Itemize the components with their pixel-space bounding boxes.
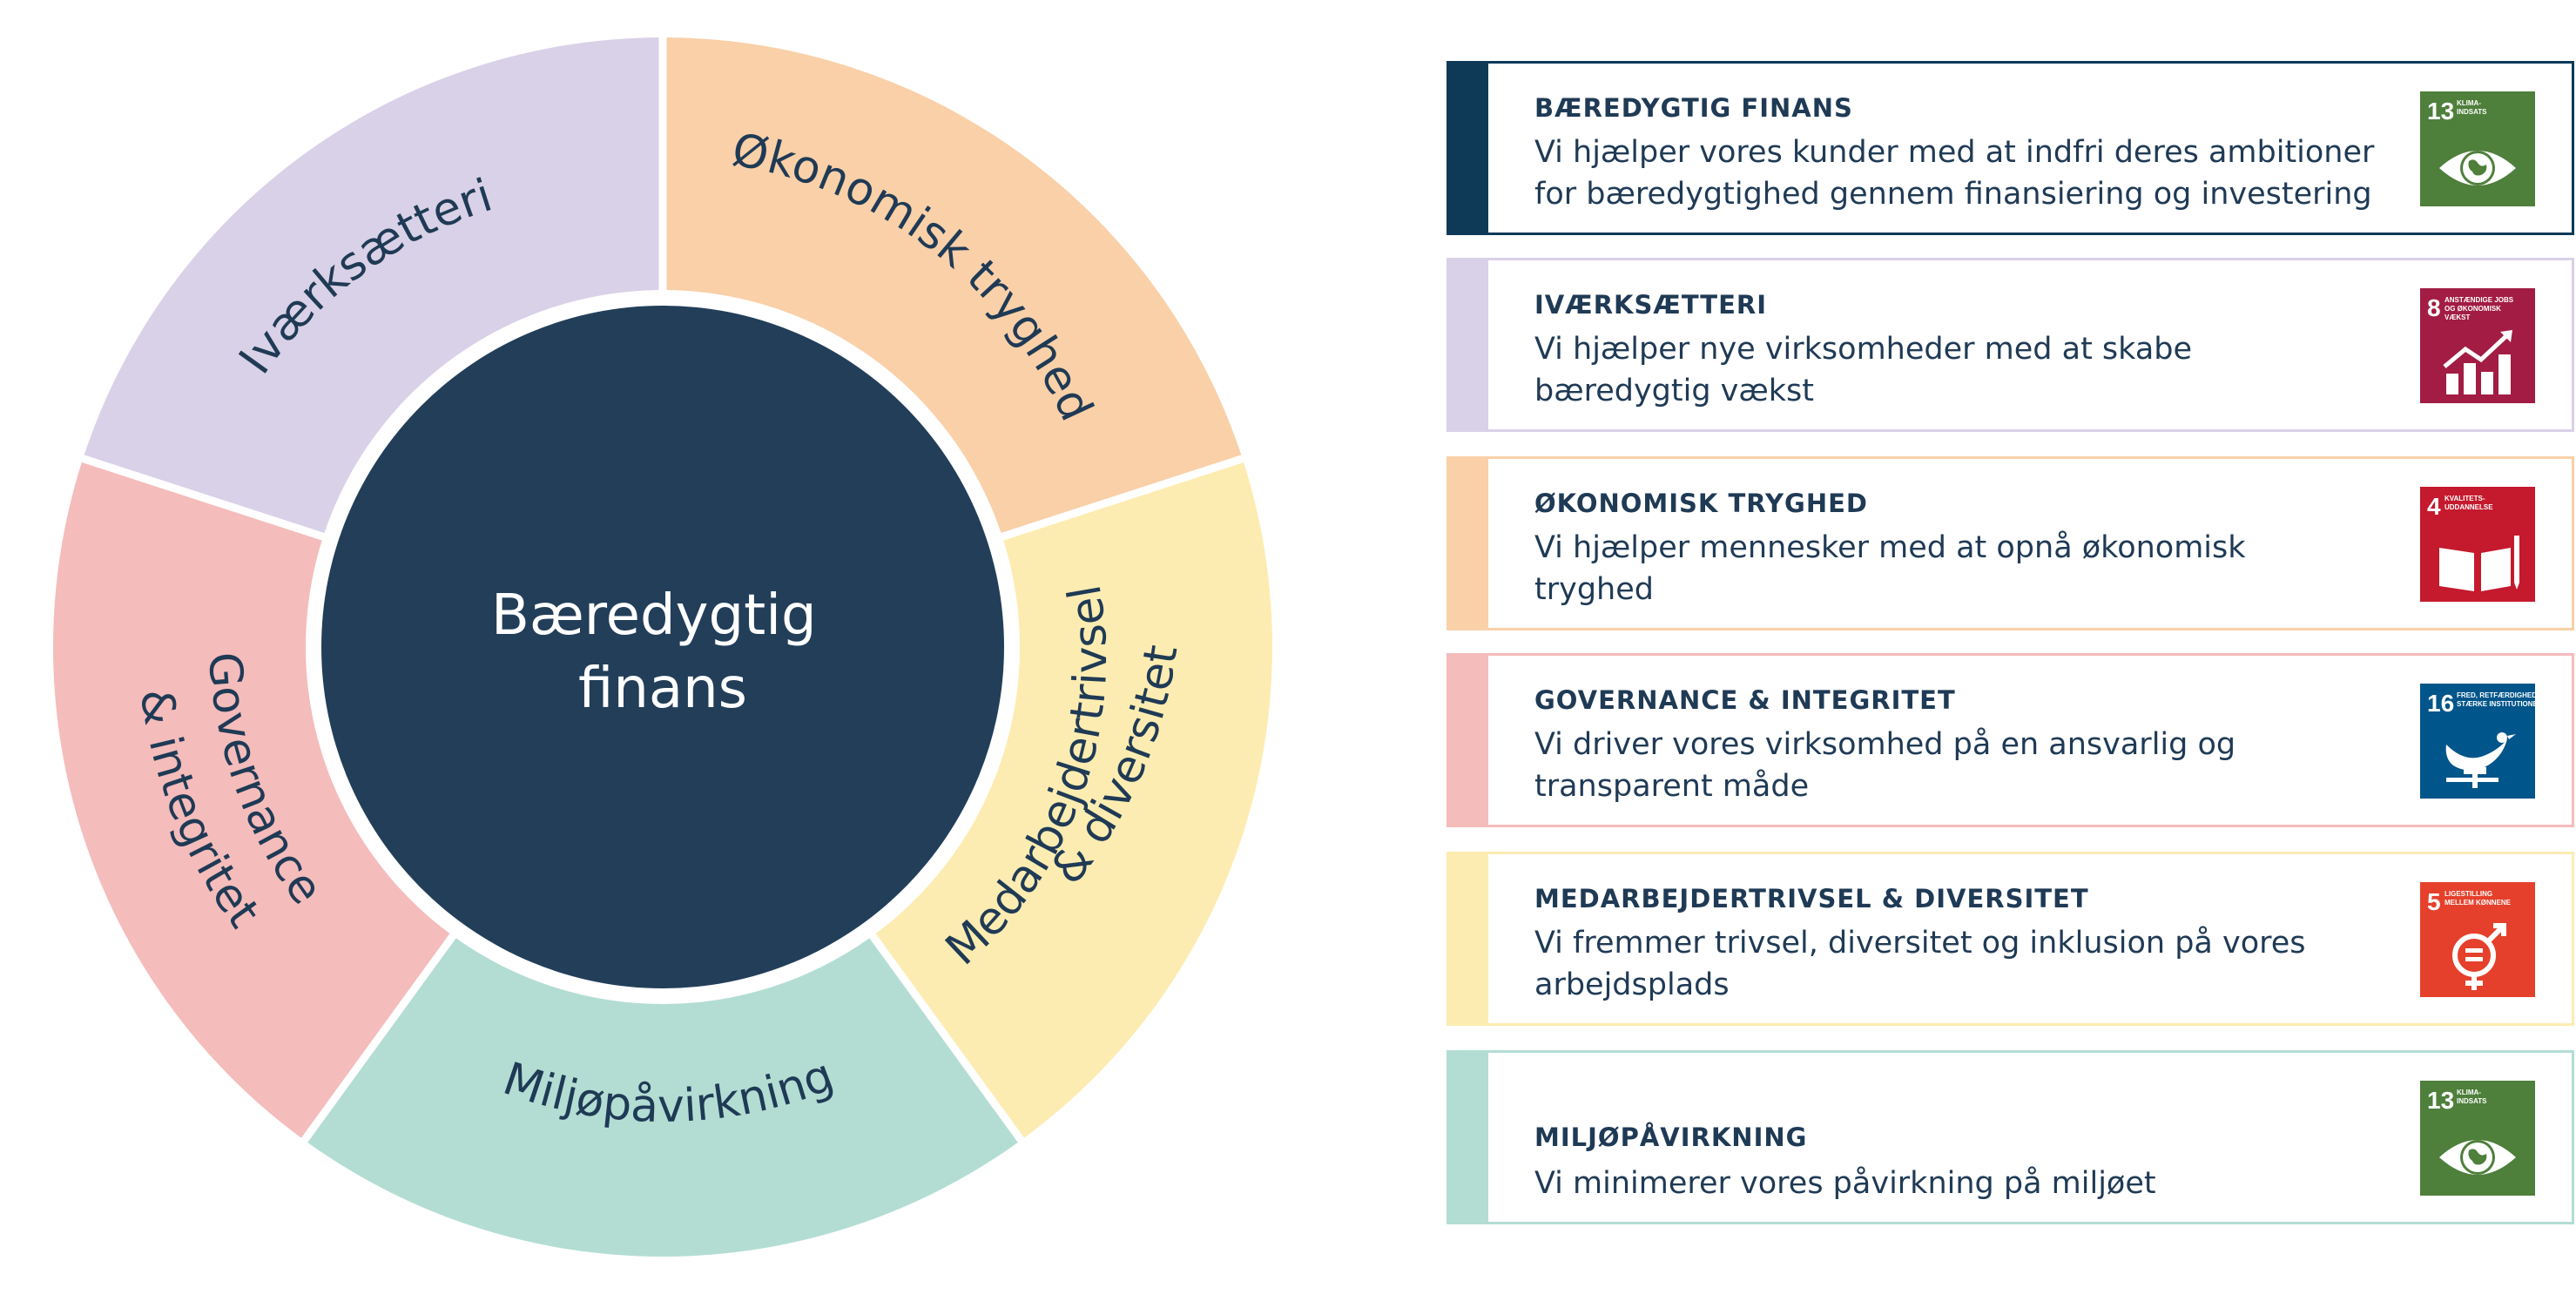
segment-miljopavirkning (307, 938, 1018, 1257)
card-description: Vi hjælper nye virksomheder med at skabe… (1534, 328, 2405, 412)
svg-text:5: 5 (2427, 888, 2441, 915)
card-accent-bar (1449, 854, 1488, 1023)
center-label: Bæredygtig finans (491, 583, 834, 721)
sdg-8-badge: 8 ANSTÆNDIGE JOBS OG ØKONOMISK VÆKST (2420, 288, 2535, 403)
card-accent-bar (1449, 1053, 1488, 1222)
card-description: Vi hjælper vores kunder med at indfri de… (1534, 131, 2405, 215)
eye-earth-icon (2439, 151, 2516, 185)
pillar-card-1: BÆREDYGTIG FINANS Vi hjælper vores kunde… (1446, 61, 2574, 235)
card-title: GOVERNANCE & INTEGRITET (1534, 685, 1956, 715)
segment-governance (52, 462, 450, 1138)
svg-text:4: 4 (2427, 493, 2441, 520)
card-title: IVÆRKSÆTTERI (1534, 290, 1768, 320)
card-accent-bar (1449, 459, 1488, 628)
svg-text:STÆRKE INSTITUTIONER: STÆRKE INSTITUTIONER (2457, 700, 2535, 708)
eye-earth-icon (2439, 1140, 2516, 1175)
card-description-line1: Vi hjælper nye virksomheder med at skabe (1534, 332, 2193, 367)
segment-okonomisk-tryghed (666, 37, 1242, 534)
svg-text:MELLEM KØNNENE: MELLEM KØNNENE (2445, 899, 2512, 907)
card-title: BÆREDYGTIG FINANS (1534, 93, 1853, 123)
segment-ivaerksaetteri (84, 37, 659, 534)
card-accent-bar (1449, 64, 1488, 233)
card-description: Vi driver vores virksomhed på en ansvarl… (1534, 724, 2405, 807)
card-description-line2: bæredygtig vækst (1534, 374, 1814, 408)
card-description-line2: arbejdsplads (1534, 967, 1730, 1002)
dove-gavel-icon (2445, 732, 2516, 788)
card-description-line2: tryghed (1534, 572, 1654, 607)
svg-text:LIGESTILLING: LIGESTILLING (2445, 890, 2492, 898)
sdg-5-badge: 5 LIGESTILLING MELLEM KØNNENE (2420, 882, 2535, 997)
pillar-card-2: IVÆRKSÆTTERI Vi hjælper nye virksomheder… (1446, 258, 2574, 432)
center-label-line2: finans (578, 657, 747, 721)
svg-text:UDDANNELSE: UDDANNELSE (2445, 503, 2493, 511)
svg-text:INDSATS: INDSATS (2457, 1097, 2487, 1105)
card-title: MILJØPÅVIRKNING (1534, 1122, 1808, 1152)
sdg-13-badge: 13 KLIMA- INDSATS (2420, 91, 2535, 206)
svg-text:INDSATS: INDSATS (2457, 108, 2487, 116)
card-description-line1: Vi fremmer trivsel, diversitet og inklus… (1534, 926, 2306, 961)
pillar-card-3: ØKONOMISK TRYGHED Vi hjælper mennesker m… (1446, 456, 2574, 630)
card-description-line2: transparent måde (1534, 769, 1810, 804)
svg-text:KLIMA-: KLIMA- (2457, 1089, 2481, 1096)
card-accent-bar (1449, 656, 1488, 825)
svg-text:FRED, RETFÆRDIGHED OG: FRED, RETFÆRDIGHED OG (2457, 691, 2535, 699)
card-description-line2: for bæredygtighed gennem finansiering og… (1534, 177, 2372, 212)
sdg-4-badge: 4 KVALITETS- UDDANNELSE (2420, 487, 2535, 602)
card-description-line1: Vi minimerer vores påvirkning på miljøet (1534, 1166, 2156, 1201)
sustainability-wheel: Bæredygtig finans Iværksætteri Økonomisk… (52, 37, 1272, 1257)
sdg-16-badge: 16 FRED, RETFÆRDIGHED OG STÆRKE INSTITUT… (2420, 684, 2535, 799)
pillar-card-5: MEDARBEJDERTRIVSEL & DIVERSITET Vi fremm… (1446, 852, 2574, 1026)
gender-equality-icon (2452, 923, 2506, 990)
svg-text:16: 16 (2427, 690, 2454, 717)
segment-medarbejdertrivsel (875, 462, 1272, 1138)
growth-chart-icon (2443, 330, 2512, 394)
center-circle (321, 306, 1004, 988)
card-description: Vi minimerer vores påvirkning på miljøet (1534, 1163, 2405, 1204)
card-title: MEDARBEJDERTRIVSEL & DIVERSITET (1534, 884, 2089, 913)
card-description: Vi fremmer trivsel, diversitet og inklus… (1534, 922, 2405, 1006)
svg-text:OG ØKONOMISK: OG ØKONOMISK (2445, 305, 2501, 313)
pillar-card-6: MILJØPÅVIRKNING Vi minimerer vores påvir… (1446, 1050, 2574, 1224)
svg-text:13: 13 (2427, 98, 2454, 125)
svg-text:KVALITETS-: KVALITETS- (2445, 495, 2485, 502)
card-accent-bar (1449, 260, 1488, 429)
card-description: Vi hjælper mennesker med at opnå økonomi… (1534, 527, 2405, 610)
sdg-13-badge: 13 KLIMA- INDSATS (2420, 1081, 2535, 1196)
card-description-line1: Vi driver vores virksomhed på en ansvarl… (1534, 727, 2236, 762)
center-label-line1: Bæredygtig (491, 583, 817, 648)
svg-text:ANSTÆNDIGE JOBS: ANSTÆNDIGE JOBS (2445, 296, 2514, 304)
svg-text:13: 13 (2427, 1087, 2454, 1114)
book-icon (2439, 536, 2519, 591)
card-description-line1: Vi hjælper vores kunder med at indfri de… (1534, 135, 2375, 170)
svg-text:8: 8 (2427, 294, 2441, 321)
svg-text:KLIMA-: KLIMA- (2457, 99, 2481, 107)
card-description-line1: Vi hjælper mennesker med at opnå økonomi… (1534, 530, 2246, 565)
svg-text:VÆKST: VÆKST (2445, 313, 2470, 321)
card-title: ØKONOMISK TRYGHED (1534, 489, 1868, 518)
pillar-card-4: GOVERNANCE & INTEGRITET Vi driver vores … (1446, 653, 2574, 827)
